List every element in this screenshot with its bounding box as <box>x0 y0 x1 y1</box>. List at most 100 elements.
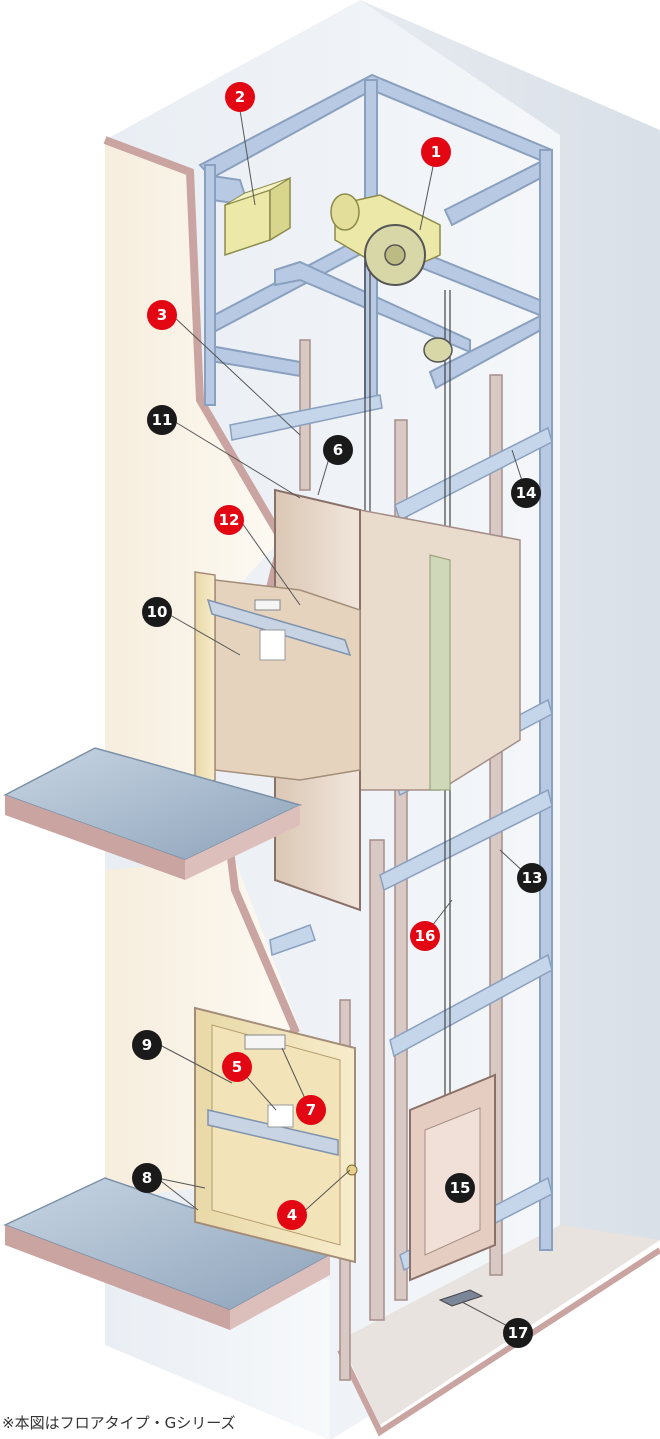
pit-floor <box>340 1225 660 1425</box>
callout-14: 14 <box>511 478 541 508</box>
callout-circle <box>517 863 547 893</box>
notice-plate-lower <box>267 1104 294 1128</box>
callout-circle <box>421 137 451 167</box>
callout-8: 8 <box>132 1163 162 1193</box>
leader-4 <box>299 1169 351 1216</box>
callout-number: 11 <box>152 411 173 429</box>
callout-number: 10 <box>147 603 168 621</box>
leader-lines <box>156 109 528 1331</box>
pit-floor-edge <box>337 1247 660 1437</box>
callout-circle <box>142 597 172 627</box>
buffer-base <box>438 1289 484 1307</box>
leader-6 <box>317 454 331 496</box>
callout-12: 12 <box>214 505 244 535</box>
top-post-3 <box>539 149 553 1251</box>
leader-10 <box>169 614 241 656</box>
callout-13: 13 <box>517 863 547 893</box>
motor-end <box>330 193 360 231</box>
callout-16: 16 <box>410 921 440 951</box>
callout-circle <box>277 1200 307 1230</box>
leader-11 <box>171 419 301 499</box>
callout-circle <box>132 1030 162 1060</box>
callout-7: 7 <box>296 1095 326 1125</box>
leader-3 <box>171 314 301 436</box>
lower-landing <box>194 1006 358 1264</box>
callout-15: 15 <box>445 1173 475 1203</box>
deflector-pulley <box>423 337 453 363</box>
callout-circle <box>503 1318 533 1348</box>
floor-slabs <box>3 747 332 1330</box>
callout-circle <box>445 1173 475 1203</box>
bracket-6 <box>229 394 383 441</box>
callout-2: 2 <box>225 82 255 112</box>
callout-circle <box>132 1163 162 1193</box>
callout-17: 17 <box>503 1318 533 1348</box>
bracket-4 <box>389 953 553 1058</box>
callout-6: 6 <box>323 435 353 465</box>
callout-number: 3 <box>157 306 167 324</box>
callout-3: 3 <box>147 300 177 330</box>
callout-circle <box>147 405 177 435</box>
traction-machine <box>330 193 453 363</box>
upper-floor-slab-edge <box>5 795 185 880</box>
callout-number: 7 <box>306 1101 316 1119</box>
door-header-lower <box>207 1109 339 1156</box>
callout-number: 17 <box>508 1324 529 1342</box>
rail-lower-left <box>369 839 385 1321</box>
right-side-wall <box>360 0 660 1290</box>
leader-9 <box>159 1044 233 1084</box>
callout-5: 5 <box>222 1052 252 1082</box>
leader-8a <box>156 1177 206 1189</box>
callout-number: 13 <box>522 869 543 887</box>
leader-8b <box>156 1177 199 1211</box>
callout-number: 15 <box>450 1179 471 1197</box>
landing-frame-upper <box>194 571 216 792</box>
callout-circle <box>323 435 353 465</box>
door-header-bar <box>206 598 352 657</box>
lower-floor-slab-side <box>230 1255 330 1330</box>
callout-number: 8 <box>142 1169 152 1187</box>
leader-7 <box>281 1047 308 1104</box>
top-post-1 <box>204 164 216 406</box>
callout-number: 12 <box>219 511 240 529</box>
indicator-upper <box>254 599 281 611</box>
callout-9: 9 <box>132 1030 162 1060</box>
wall-below-lower-floor <box>105 1270 330 1439</box>
callout-11: 11 <box>147 405 177 435</box>
footnote: ※本図はフロアタイプ・Gシリーズ <box>2 1414 236 1432</box>
bracket-3 <box>379 788 553 892</box>
callout-number: 6 <box>333 441 343 459</box>
leader-2 <box>239 109 256 206</box>
indicator-lower <box>244 1034 286 1050</box>
car-side-panel <box>429 554 451 791</box>
sheave-hub <box>384 244 406 266</box>
callout-circle <box>147 300 177 330</box>
door-lock <box>346 1164 358 1176</box>
callout-circle <box>225 82 255 112</box>
callout-number: 5 <box>232 1058 242 1076</box>
leader-12 <box>239 519 301 606</box>
buffer <box>438 1289 484 1307</box>
control-panel-top <box>224 177 291 206</box>
callout-number: 1 <box>431 143 441 161</box>
callout-circle <box>511 478 541 508</box>
callout-number: 4 <box>287 1206 297 1224</box>
car <box>194 488 521 912</box>
front-wall-face <box>105 140 280 800</box>
callout-number: 2 <box>235 88 245 106</box>
callout-10: 10 <box>142 597 172 627</box>
callout-circle <box>222 1052 252 1082</box>
upper-floor-slab-side <box>185 805 300 880</box>
control-panel <box>224 176 291 257</box>
callout-1: 1 <box>421 137 451 167</box>
notice-plate-upper <box>259 629 286 661</box>
callout-number: 9 <box>142 1036 152 1054</box>
lower-floor-slab-edge <box>5 1225 230 1330</box>
bracket-7 <box>269 924 316 957</box>
callout-circle <box>214 505 244 535</box>
leader-5 <box>244 1074 277 1111</box>
callout-circle <box>410 921 440 951</box>
callout-circle <box>296 1095 326 1125</box>
